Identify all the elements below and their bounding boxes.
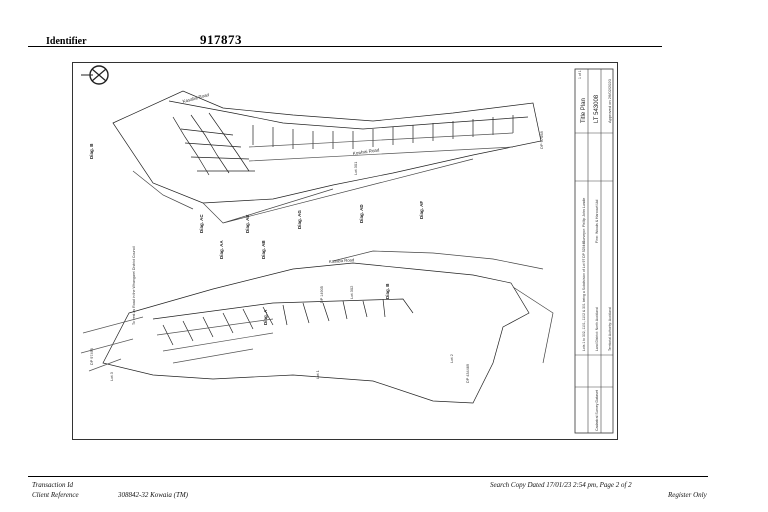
diag-label-6: Diag. AF — [419, 201, 424, 219]
lot-label-2: Lot 2 — [449, 353, 454, 363]
title-block-firm: Firm: Woods & Harcourt Ltd — [595, 200, 599, 243]
dp-ref-2: DP 14905 — [320, 286, 324, 303]
road-name-lower-block: Kasaba Road — [329, 257, 355, 264]
title-block-schedule: Cadastral Survey Dataset — [595, 390, 599, 431]
diag-label-8: Diag. AB — [261, 240, 266, 259]
diag-label-1: Diag. B — [89, 143, 94, 159]
transaction-label: Transaction Id — [32, 481, 74, 489]
title-block-plan-no: LT 543008 — [594, 94, 600, 123]
north-arrow-icon — [81, 65, 109, 85]
identifier-value: 917873 — [200, 32, 242, 47]
road-name-upper: Kasaba Road — [182, 92, 210, 104]
footer-rule — [28, 476, 708, 477]
survey-plan-drawing: Title Plan LT 543008 Approved on 26/02/2… — [80, 65, 614, 434]
dp-ref-3: DP 434469 — [466, 364, 470, 383]
identifier-label: Identifier — [46, 36, 87, 47]
diag-label-7: Diag. AA — [219, 240, 224, 259]
title-block-title: Title Plan — [581, 98, 587, 123]
diag-label-2: Diag. AC — [199, 214, 204, 233]
title-block-lots: Lots 1 to 302, 1101, 1102 & 301 being a … — [582, 241, 586, 351]
lot-label-upper: Lot 301 — [353, 161, 358, 175]
lot-label-1: Lot 1 — [315, 369, 320, 379]
lot-label-lower: Lot 302 — [349, 285, 354, 299]
survey-plan: Title Plan LT 543008 Approved on 26/02/2… — [72, 62, 618, 440]
header-rule — [28, 46, 662, 47]
search-copy-dated: Search Copy Dated 17/01/23 2:54 pm, Page… — [490, 481, 632, 489]
diag-label-10: Diag. B — [385, 283, 390, 299]
title-block-approved: Approved on 26/02/2020 — [607, 78, 612, 123]
diag-label-9: Diag. A — [263, 309, 268, 325]
upper-subdivision — [112, 90, 542, 224]
title-block-survey: Surveyor: Phillip John Lundie — [582, 198, 586, 243]
road-name-lower: Kowhai Road — [352, 147, 380, 156]
client-reference-label: Client Reference — [32, 491, 79, 499]
diag-label-4: Diag. AG — [297, 210, 302, 229]
title-block-sheet: 1 of 1 — [578, 70, 582, 79]
diag-label-5: Diag. AD — [359, 204, 364, 223]
dp-ref-4: DP 97495 — [90, 348, 94, 365]
vest-road-note: To vest as Road in the Whangarei Distric… — [132, 246, 136, 325]
title-block: Title Plan LT 543008 Approved on 26/02/2… — [574, 68, 614, 434]
title-block-authority: Territorial Authority: Auckland — [608, 307, 612, 351]
title-block-district: Land District: North Auckland — [595, 307, 599, 351]
lot-label-3: Lot 3 — [109, 371, 114, 381]
diag-label-3: Diag. AE — [245, 215, 250, 233]
register-only: Register Only — [668, 491, 707, 499]
client-reference-value: 308842-32 Kowaia (TM) — [118, 491, 188, 499]
lower-subdivision — [80, 250, 554, 404]
dp-ref-upper: DP 97058 — [539, 131, 544, 149]
